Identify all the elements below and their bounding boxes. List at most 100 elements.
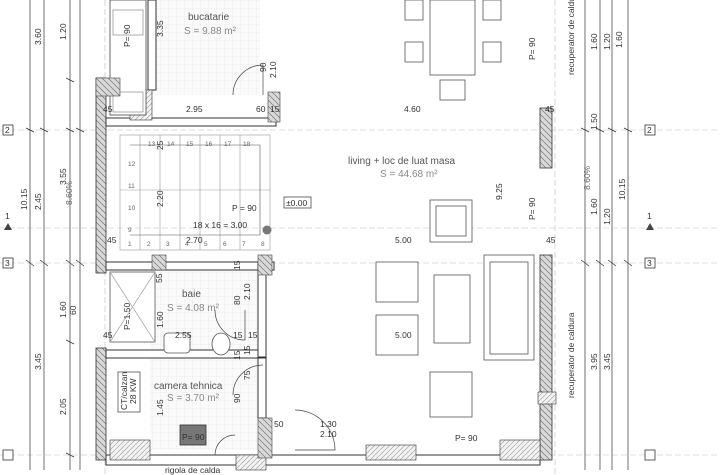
stair-step-number: 1 <box>128 241 132 248</box>
stair-step-number: 6 <box>223 241 227 248</box>
stair-step-number: 12 <box>128 161 136 168</box>
p-kitchen-left: P= 90 <box>122 24 132 47</box>
dim-90-v: 90 <box>232 393 242 403</box>
sink-icon <box>112 9 144 36</box>
p-bottom: P= 90 <box>455 433 478 443</box>
recuperator-top: recuperator de caldura <box>566 0 576 75</box>
slope-right: 8.60% <box>582 165 592 190</box>
stair-step-number: 17 <box>224 141 232 148</box>
dim-50: 50 <box>274 419 284 429</box>
dim-left-3-60: 3.60 <box>33 28 43 45</box>
dim-45-a: 45 <box>103 104 113 114</box>
dim-45-b: 45 <box>545 104 555 114</box>
dim-right-1-60-c: 1.60 <box>614 31 624 48</box>
dim-right-1-50: 1.50 <box>589 113 599 130</box>
dim-right-1-60-a: 1.60 <box>589 33 599 50</box>
dim-2-95: 2.95 <box>186 104 203 114</box>
section-1-left: 1 <box>5 211 10 221</box>
stair-step-number: 18 <box>243 141 251 148</box>
left-dimension-lines <box>25 0 85 470</box>
stair-step-number: 11 <box>128 183 135 190</box>
axis-2-right: 2 <box>647 125 652 135</box>
tech-box <box>179 424 207 446</box>
stair-note: 18 x 16 = 3.00 <box>193 220 247 230</box>
recuperator-bottom: recuperator de caldura <box>566 312 576 398</box>
p-living-top: P= 90 <box>527 37 537 60</box>
dim-left-60: 60 <box>68 305 78 315</box>
axis-3-left: 3 <box>5 258 10 268</box>
room-bath-name: baie <box>182 289 201 300</box>
columns <box>95 77 281 459</box>
dim-right-1-20-b: 1.20 <box>602 208 612 225</box>
hatched-walls <box>109 89 557 471</box>
room-tech-name: camera tehnica <box>154 381 223 392</box>
axis-markers <box>2 124 656 461</box>
stair-step-number: 5 <box>204 241 208 248</box>
p-tech-box: P= 90 <box>182 432 205 442</box>
dim-right-3-95: 3.95 <box>589 353 599 370</box>
boiler-line2: 28 KW <box>128 378 138 404</box>
dim-left-3-55: 3.55 <box>58 168 68 185</box>
right-dimension-lines <box>580 0 633 470</box>
dim-5-00-b: 5.00 <box>395 330 412 340</box>
dim-left-10-15: 10.15 <box>19 188 29 210</box>
stair-step-number: 7 <box>242 241 246 248</box>
stair-arrow-dot <box>262 225 272 235</box>
level-mark: ±0.00 <box>286 198 307 208</box>
dim-90-a: 90 <box>258 62 268 72</box>
room-living-area: S = 44.68 m² <box>380 169 438 180</box>
dim-2-20: 2.20 <box>155 190 165 207</box>
dim-15-b: 15 <box>233 330 243 340</box>
room-kitchen-name: bucatarie <box>188 12 230 23</box>
dim-15-a: 15 <box>270 104 280 114</box>
dim-15-c: 15 <box>248 330 258 340</box>
dim-left-1-60: 1.60 <box>58 301 68 318</box>
stair-step-number: 16 <box>205 141 213 148</box>
axis-3-right: 3 <box>647 258 652 268</box>
dim-1-60-v: 1.60 <box>155 311 165 328</box>
room-living-name: living + loc de luat masa <box>348 156 455 167</box>
stair-step-number: 8 <box>261 241 265 248</box>
dim-2-55: 2.55 <box>175 330 192 340</box>
dim-15-v1: 15 <box>232 260 242 270</box>
dim-right-3-45: 3.45 <box>602 353 612 370</box>
dim-9-25: 9.25 <box>494 183 504 200</box>
living-furniture <box>375 199 535 418</box>
dim-55: 55 <box>154 273 164 283</box>
slope-left: 8.60% <box>64 180 74 205</box>
dim-80: 80 <box>232 295 242 305</box>
stair-step-number: 2 <box>147 241 151 248</box>
dim-left-2-05: 2.05 <box>58 398 68 415</box>
p-living-mid: P= 90 <box>527 197 537 220</box>
kitchen-counter <box>109 0 147 116</box>
p-bath: P=1.50 <box>122 303 132 330</box>
dim-left-3-45: 3.45 <box>33 353 43 370</box>
bath-floor <box>150 270 260 450</box>
level-mark-box <box>283 196 312 209</box>
dim-25: 25 <box>155 140 165 150</box>
dim-45-d: 45 <box>546 235 556 245</box>
exterior-walls <box>95 77 553 461</box>
dim-left-2-45: 2.45 <box>33 193 43 210</box>
dim-45-e: 45 <box>103 330 113 340</box>
dim-1-30: 1.30 <box>320 419 337 429</box>
room-tech-area: S = 3.70 m² <box>167 393 220 404</box>
axis-2-left: 2 <box>5 125 10 135</box>
dim-5-00-a: 5.00 <box>395 235 412 245</box>
dim-45-c: 45 <box>107 235 117 245</box>
dim-right-10-15: 10.15 <box>617 178 627 200</box>
dim-right-1-20-a: 1.20 <box>602 33 612 50</box>
dim-15-v2: 15 <box>242 345 252 355</box>
door-swings <box>214 64 336 456</box>
stair-step-number: 4 <box>185 241 189 248</box>
dim-left-1-20: 1.20 <box>58 23 68 40</box>
dim-right-1-60-b: 1.60 <box>589 198 599 215</box>
dim-2-10-a: 2.10 <box>320 429 337 439</box>
dim-4-60: 4.60 <box>404 104 421 114</box>
dim-15-v3: 15 <box>232 350 242 360</box>
dim-75: 75 <box>242 370 252 380</box>
dim-1-45: 1.45 <box>155 399 165 416</box>
dim-2-70: 2.70 <box>186 235 203 245</box>
